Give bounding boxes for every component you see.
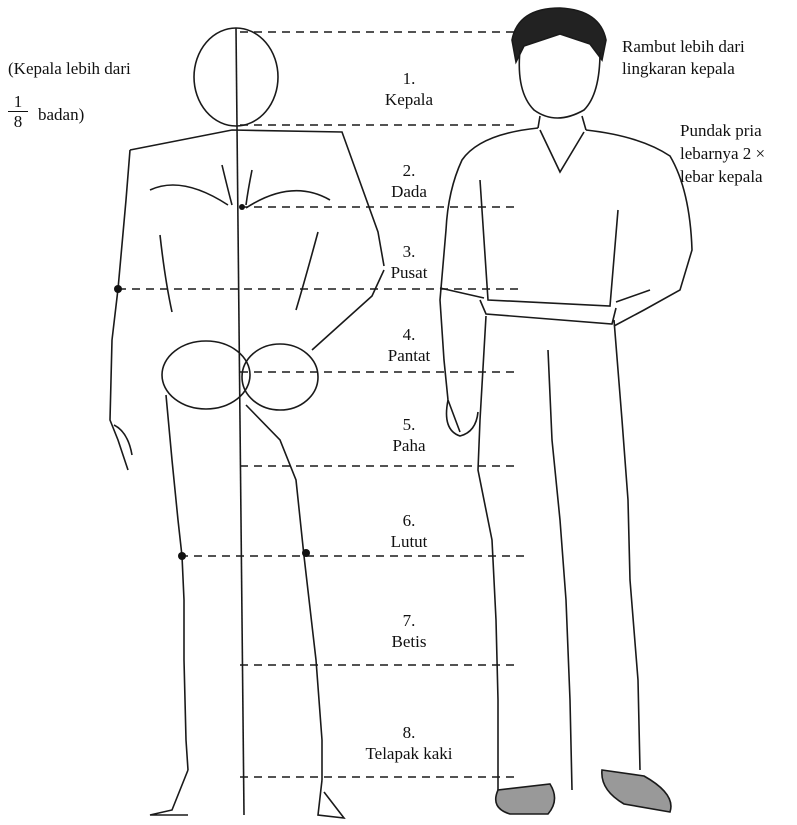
head-note-fraction: 1 8 <box>8 92 28 131</box>
section-name: Betis <box>354 631 464 652</box>
joint-left-knee <box>178 552 186 560</box>
section-number: 2. <box>354 160 464 181</box>
section-name: Dada <box>354 181 464 202</box>
section-number: 1. <box>354 68 464 89</box>
man-inseam <box>548 350 572 790</box>
shoulder-note-line3: lebar kepala <box>680 166 763 187</box>
section-name: Kepala <box>354 89 464 110</box>
section-label-7: 7. Betis <box>354 610 464 652</box>
man-torso <box>480 180 618 306</box>
wireframe-left-arm <box>110 150 130 470</box>
man-v-neck <box>540 130 584 172</box>
man-illustration <box>440 8 692 814</box>
wireframe-shoulder-line <box>130 130 384 266</box>
hair-note-line1: Rambut lebih dari <box>622 36 745 57</box>
section-name: Lutut <box>354 531 464 552</box>
joint-dots <box>114 204 310 560</box>
section-number: 6. <box>354 510 464 531</box>
wireframe-left-foot <box>150 770 188 815</box>
joint-right-knee <box>302 549 310 557</box>
section-name: Pantat <box>354 345 464 366</box>
section-label-8: 8. Telapak kaki <box>344 722 474 764</box>
head-note-line1: (Kepala lebih dari <box>8 58 131 79</box>
man-hair <box>512 8 606 62</box>
wireframe-buttock-right <box>242 344 318 410</box>
wireframe-chest-left <box>150 185 228 205</box>
head-note-tail: badan) <box>38 104 84 125</box>
wireframe-left-hand <box>114 425 132 455</box>
wireframe-center-axis <box>236 28 244 815</box>
man-right-leg-outer <box>614 320 640 770</box>
man-face <box>519 50 600 118</box>
man-left-shoe <box>496 784 555 814</box>
fraction-denominator: 8 <box>8 112 28 131</box>
section-number: 8. <box>344 722 474 743</box>
section-label-3: 3. Pusat <box>354 241 464 283</box>
man-right-arm-outer <box>586 130 692 326</box>
wireframe-figure <box>110 28 384 818</box>
joint-chest <box>239 204 245 210</box>
wireframe-chest-right <box>246 191 330 208</box>
section-label-5: 5. Paha <box>354 414 464 456</box>
section-name: Telapak kaki <box>344 743 474 764</box>
section-label-2: 2. Dada <box>354 160 464 202</box>
section-name: Paha <box>354 435 464 456</box>
wireframe-right-foot <box>318 780 344 818</box>
wireframe-buttock-left <box>162 341 250 409</box>
shoulder-note-line1: Pundak pria <box>680 120 762 141</box>
section-number: 7. <box>354 610 464 631</box>
wireframe-left-leg-outer <box>166 395 188 770</box>
section-number: 4. <box>354 324 464 345</box>
joint-elbow <box>114 285 122 293</box>
section-label-6: 6. Lutut <box>354 510 464 552</box>
wireframe-right-leg-outer <box>246 405 322 780</box>
section-label-4: 4. Pantat <box>354 324 464 366</box>
man-right-shoe <box>602 770 671 812</box>
section-number: 3. <box>354 241 464 262</box>
section-guide-lines <box>118 32 525 777</box>
section-name: Pusat <box>354 262 464 283</box>
section-number: 5. <box>354 414 464 435</box>
fraction-numerator: 1 <box>8 92 28 112</box>
hair-note-line2: lingkaran kepala <box>622 58 735 79</box>
man-left-leg-outer <box>478 316 498 790</box>
section-label-1: 1. Kepala <box>354 68 464 110</box>
shoulder-note-line2: lebarnya 2 × <box>680 143 765 164</box>
